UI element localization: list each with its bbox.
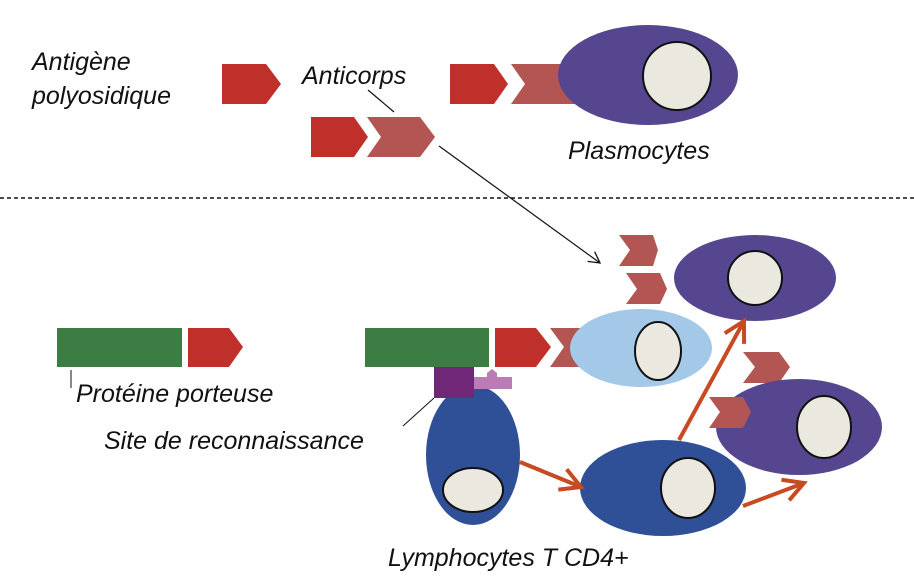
antibody-chevron (626, 273, 667, 304)
activation-arrow (742, 477, 808, 508)
polysaccharide-antigen (222, 64, 281, 104)
conjugated-antigen (188, 328, 243, 367)
recognition-site-peptide (474, 369, 512, 389)
antigen-in-complex (311, 117, 368, 157)
antibodies-pointer-line (367, 89, 395, 113)
recognition-site-receptor (434, 367, 474, 398)
activation-arrow (519, 460, 585, 492)
antibody-chevron (619, 235, 658, 266)
nucleus (727, 250, 783, 306)
conjugated-antigen-bound (495, 328, 551, 367)
nucleus (442, 467, 504, 513)
nucleus (642, 41, 712, 111)
plasma-cells-label: Plasmocytes (568, 137, 710, 165)
antibodies-label: Anticorps (300, 62, 406, 90)
antigen-label-line2: polyosidique (31, 82, 171, 110)
nucleus (660, 457, 716, 519)
recognition-site-pointer (402, 397, 435, 427)
nucleus (796, 395, 852, 459)
activation-arrow (677, 317, 747, 441)
antibody-chevron (709, 397, 751, 428)
antigen-on-plasma-cell (450, 64, 508, 104)
antibody-chevron (743, 352, 790, 383)
carrier-protein-label: Protéine porteuse (76, 380, 273, 408)
antigen-label-line1: Antigène (30, 48, 131, 76)
antibodies-arrow (438, 145, 602, 264)
carrier-protein-bound (365, 328, 489, 367)
recognition-site-label: Site de reconnaissance (104, 427, 364, 455)
carrier-protein (57, 328, 182, 367)
antibody-chevron (367, 117, 435, 157)
t-cells-label: Lymphocytes T CD4+ (388, 544, 629, 572)
nucleus (634, 321, 682, 381)
